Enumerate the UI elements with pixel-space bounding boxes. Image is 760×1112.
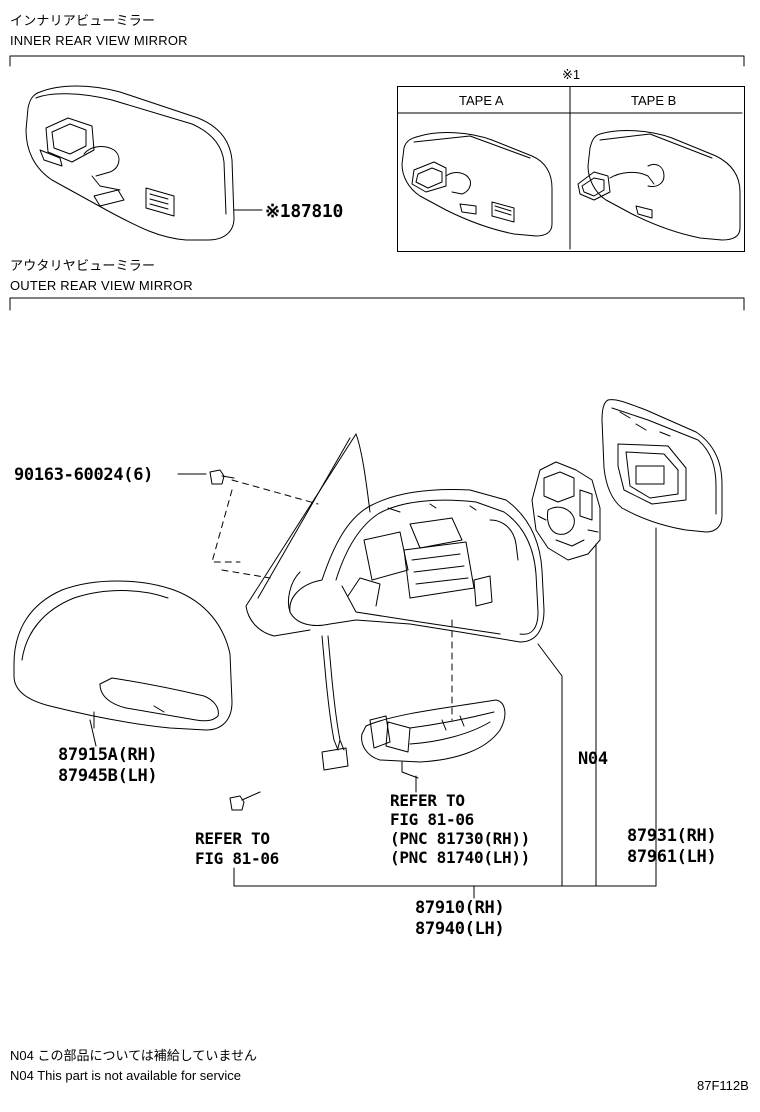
tape-a-label: TAPE A [459,93,504,108]
glass-part-number-lh: 87961(LH) [627,847,717,867]
glass-part-number-rh: 87931(RH) [627,826,717,846]
screw-guide-lines [211,479,453,721]
leader-lines [89,527,657,899]
cover-part-number-lh: 87945B(LH) [58,766,158,786]
cover-part-number-rh: 87915A(RH) [58,745,158,765]
tape-b-mirror-drawing [577,130,741,241]
outer-mirror-title-jp: アウタリヤビューミラー [10,258,156,273]
refer-mid-line4: (PNC 81740(LH)) [390,848,530,867]
mirror-glass-drawing [601,399,723,533]
refer-mid-line1: REFER TO [390,791,465,810]
refer-mid-line3: (PNC 81730(RH)) [390,829,530,848]
tape-b-label: TAPE B [631,93,677,108]
footer-note-jp: N04 この部品については補給していません [10,1048,258,1063]
note-mark-1: ※1 [562,67,581,82]
mirror-housing-drawing [289,489,545,643]
mirror-base-drawing [245,433,371,637]
n04-callout: N04 [578,749,608,769]
inner-section-bracket [9,55,745,67]
refer-left-line2: FIG 81-06 [195,849,279,868]
inner-mirror-drawing [25,85,263,241]
tape-table [397,86,745,252]
screw-part-number: 90163-60024(6) [14,465,154,485]
inner-mirror-part-number: ※187810 [265,201,344,222]
screw-90163-drawing [177,469,235,485]
screw-lower-drawing [229,791,261,811]
assembly-part-number-rh: 87910(RH) [415,898,505,918]
inner-mirror-title-jp: インナリアビューミラー [10,13,156,28]
outer-section-bracket [9,297,745,311]
mirror-actuator-drawing [531,461,601,561]
mirror-cover-drawing [13,580,233,731]
assembly-part-number-lh: 87940(LH) [415,919,505,939]
harness-wire-drawing [321,635,349,771]
footer-note-en: N04 This part is not available for servi… [10,1068,241,1083]
refer-mid-line2: FIG 81-06 [390,810,474,829]
tape-a-mirror-drawing [401,132,553,237]
figure-code: 87F112B [697,1078,749,1093]
outer-mirror-title-en: OUTER REAR VIEW MIRROR [10,278,193,293]
refer-left-line1: REFER TO [195,829,270,848]
inner-mirror-title-en: INNER REAR VIEW MIRROR [10,33,188,48]
turn-signal-lamp-drawing [361,699,506,779]
